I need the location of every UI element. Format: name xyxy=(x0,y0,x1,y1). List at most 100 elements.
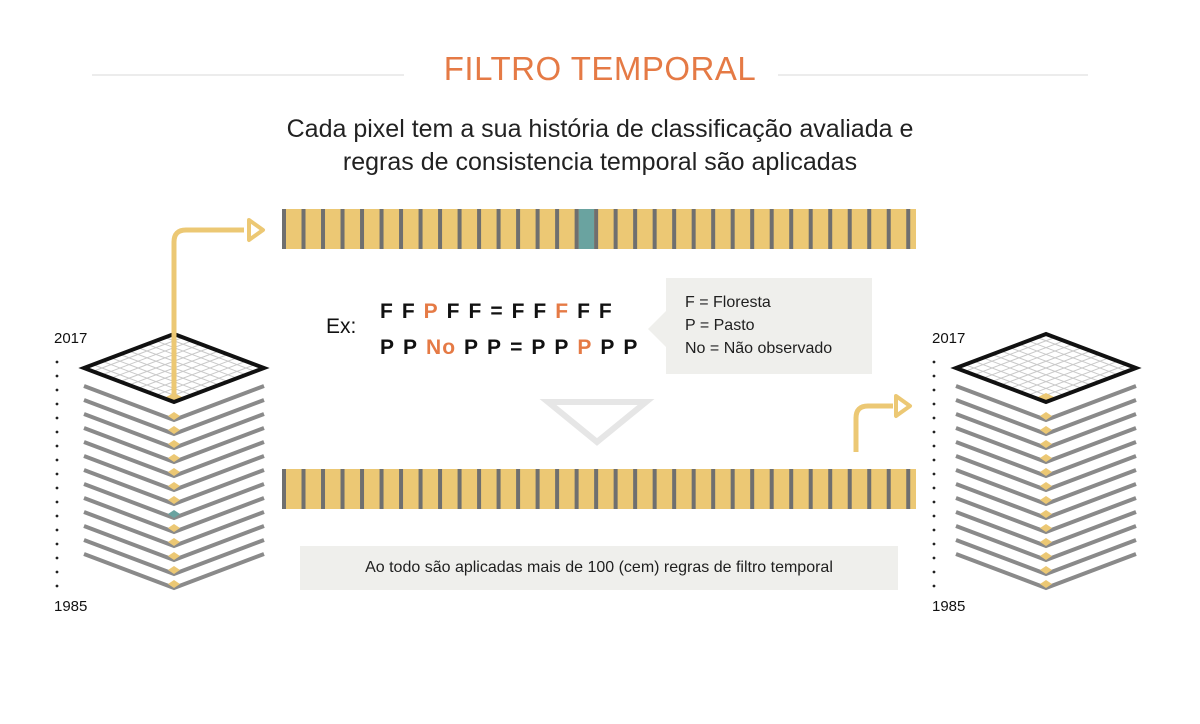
stack-pixel xyxy=(1040,496,1052,504)
axis-dot xyxy=(55,542,59,546)
stack-pixel xyxy=(168,440,180,448)
axis-dot xyxy=(932,542,936,546)
stack-top-outline xyxy=(78,331,270,405)
timeline-tick xyxy=(360,469,365,509)
stack-pixel xyxy=(168,468,180,476)
sequence-token: = xyxy=(490,300,504,323)
timeline-tick xyxy=(828,469,833,509)
timeline-tick xyxy=(457,469,462,509)
timeline-tick xyxy=(477,469,482,509)
axis-dot xyxy=(932,514,936,518)
sequence-token: P xyxy=(531,336,547,359)
timeline-tick xyxy=(711,469,716,509)
grid-line xyxy=(982,357,1074,393)
stack-pixel xyxy=(168,412,180,420)
timeline-tick xyxy=(886,209,891,249)
timeline-tick xyxy=(477,209,482,249)
grid-line xyxy=(1018,357,1110,393)
stack-pixel xyxy=(168,552,180,560)
sequence-token: F xyxy=(401,300,416,323)
timeline-tick xyxy=(769,469,774,509)
sequence-token: P xyxy=(423,300,439,323)
year-axis-dots-left xyxy=(55,360,59,588)
stack-pixel xyxy=(168,538,180,546)
axis-dot xyxy=(55,430,59,434)
sequence-token: = xyxy=(510,336,524,359)
stack-pixel xyxy=(1040,412,1052,420)
timeline-band xyxy=(282,469,916,509)
timeline-tick xyxy=(789,209,794,249)
timeline-tick xyxy=(418,209,423,249)
timeline-tick xyxy=(633,469,638,509)
sequence-token: P xyxy=(600,336,616,359)
timeline-tick xyxy=(808,469,813,509)
timeline-tick xyxy=(730,209,735,249)
legend-item-floresta: F = Floresta xyxy=(685,294,771,311)
grid-line xyxy=(1000,350,1092,386)
axis-dot xyxy=(55,584,59,588)
subtitle-line-2: regras de consistencia temporal são apli… xyxy=(342,148,858,176)
axis-dot xyxy=(932,430,936,434)
axis-dot xyxy=(932,458,936,462)
timeline-tick xyxy=(360,209,365,249)
sequence-token: No xyxy=(426,336,457,359)
sequence-token: P xyxy=(380,336,396,359)
timeline-tick xyxy=(321,469,326,509)
sequence-token: F xyxy=(555,300,570,323)
timeline-tick xyxy=(867,209,872,249)
grid-line xyxy=(1027,360,1119,396)
stack-pixel xyxy=(1040,538,1052,546)
timeline-tick xyxy=(906,209,911,249)
timeline-tick xyxy=(594,209,599,249)
timeline-tick xyxy=(516,209,521,249)
sequence-token: F xyxy=(380,300,394,323)
timeline-tick xyxy=(399,469,404,509)
right-bottom-year: 1985 xyxy=(932,598,966,615)
timeline-bottom xyxy=(282,469,916,509)
axis-dot xyxy=(932,388,936,392)
axis-dot xyxy=(55,486,59,490)
axis-dot xyxy=(932,416,936,420)
sequence-token: F xyxy=(468,300,483,323)
axis-dot xyxy=(55,444,59,448)
axis-dot xyxy=(55,360,59,364)
timeline-tick xyxy=(906,469,911,509)
grid-line xyxy=(137,353,229,389)
timeline-tick xyxy=(730,469,735,509)
title-rule-left xyxy=(92,74,404,76)
grid-line xyxy=(991,353,1083,389)
sequence-token: P xyxy=(403,336,419,359)
axis-dot xyxy=(55,458,59,462)
sequence-token: F xyxy=(446,300,461,323)
timeline-tick xyxy=(672,469,677,509)
stack-pixel xyxy=(168,566,180,574)
stack-pixel xyxy=(1040,482,1052,490)
timeline-tick xyxy=(321,209,326,249)
timeline-tick xyxy=(672,209,677,249)
arrow-to-right-stack xyxy=(853,403,893,452)
sequence-token: F xyxy=(598,300,613,323)
timeline-tick xyxy=(301,209,306,249)
stack-pixel xyxy=(168,580,180,588)
timeline-tick xyxy=(418,469,423,509)
timeline-tick xyxy=(769,209,774,249)
timeline-tick xyxy=(847,209,852,249)
grid-line xyxy=(101,360,193,396)
stack-pixel xyxy=(1040,426,1052,434)
stack-pixel xyxy=(168,482,180,490)
stack-pixel xyxy=(168,426,180,434)
timeline-tick xyxy=(379,209,384,249)
left-top-year: 2017 xyxy=(54,330,88,347)
grid-line xyxy=(146,357,238,393)
page-title: FILTRO TEMPORAL xyxy=(443,50,757,87)
grid-line xyxy=(1009,353,1101,389)
axis-dot xyxy=(55,528,59,532)
sequence-token: F xyxy=(511,300,526,323)
axis-dot xyxy=(932,402,936,406)
legend-panel: F = Floresta P = Pasto No = Não observad… xyxy=(648,278,872,374)
stack-pixel xyxy=(1040,454,1052,462)
left-bottom-year: 1985 xyxy=(54,598,88,615)
timeline-tick xyxy=(691,209,696,249)
